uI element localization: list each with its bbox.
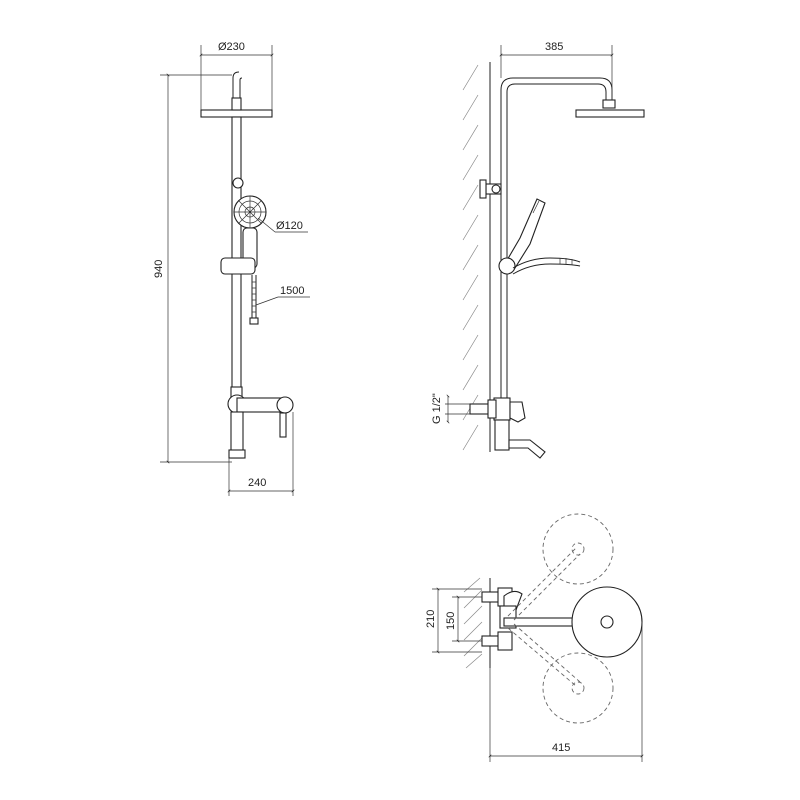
- dim-rail-projection: 385: [545, 41, 563, 53]
- dim-total-height: 940: [153, 260, 165, 278]
- side-handshower: [505, 198, 546, 269]
- dim-mixer-width: 240: [248, 477, 266, 489]
- top-view: 210 150 415: [425, 513, 644, 762]
- side-rail: [500, 77, 613, 400]
- front-rail: [231, 116, 242, 398]
- top-connection-upper: [481, 591, 501, 603]
- dim-outer-spacing: 210: [425, 610, 437, 628]
- top-swing-head-lower: [542, 652, 614, 724]
- top-swing-head-upper: [542, 513, 614, 585]
- side-wall-hatch: [462, 62, 491, 452]
- front-mixer-handle: [276, 396, 294, 414]
- dim-head-diameter: Ø230: [218, 41, 245, 53]
- top-connection-lower: [481, 635, 501, 647]
- front-top-arm: [232, 71, 243, 110]
- side-view: 385 G 1/2": [431, 41, 645, 459]
- front-wall-bracket: [232, 177, 244, 189]
- dim-hose-length: 1500: [280, 285, 304, 297]
- side-shower-head: [575, 109, 645, 118]
- dim-handshower-diameter: Ø120: [276, 220, 303, 232]
- front-view: Ø230 940 Ø120 1500 240: [153, 41, 310, 496]
- dim-swing-reach: 415: [552, 742, 570, 754]
- dim-connection-thread: G 1/2": [431, 393, 443, 424]
- side-spout: [508, 439, 546, 459]
- dim-inner-spacing: 150: [445, 612, 457, 630]
- front-hose: [251, 275, 257, 318]
- front-shower-head: [200, 109, 273, 118]
- front-slider: [220, 257, 256, 275]
- side-hose: [512, 257, 581, 269]
